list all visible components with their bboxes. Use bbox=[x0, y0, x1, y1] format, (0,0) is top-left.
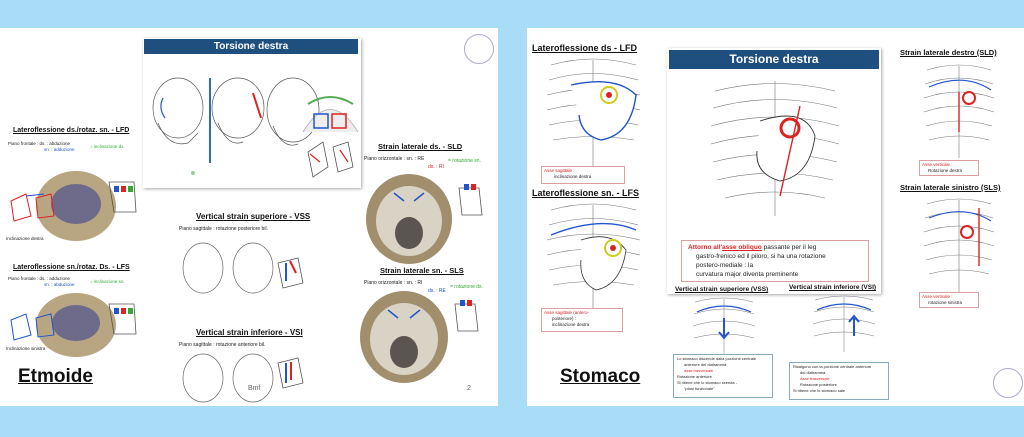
slide1-header: Torsione destra bbox=[144, 39, 358, 54]
vss-note-3: Rotazione anteriore bbox=[677, 374, 712, 379]
brand-logo bbox=[464, 34, 494, 64]
sls-title: Strain laterale sn. - SLS bbox=[380, 266, 464, 275]
vsi-skulls bbox=[182, 353, 304, 403]
slide-etmoide: Torsione destra Lateroflessione ds./rota… bbox=[0, 28, 498, 406]
stomaco-lfs-note-box: Asse sagittale (antero- posteriore) : in… bbox=[541, 308, 623, 332]
stomaco-lfs-note3: inclinazione destra bbox=[552, 322, 590, 327]
sld-line1: Piano orizzontale : sn. : RE bbox=[364, 156, 425, 162]
sld-title: Strain laterale ds. - SLD bbox=[378, 142, 463, 151]
lfs-line1: Piano frontale : ds. : adduzione bbox=[8, 276, 71, 281]
stomaco-lfs-title: Lateroflessione sn. - LFS bbox=[532, 188, 640, 198]
lfd-line2: sn. : adduzione bbox=[44, 147, 75, 152]
lfd-line1: Piano frontale : ds. : abduzione bbox=[8, 141, 71, 146]
vss-note-4: Si ritiene che lo stomaco scenda - bbox=[677, 380, 738, 385]
footer-brand: Bmf bbox=[248, 385, 261, 392]
torsion-text-box: Attorno all'asse obliquo passante per il… bbox=[681, 240, 869, 282]
lfd-axis: = inclinazione dx. bbox=[90, 144, 125, 149]
vss-note-0: Lo stomaco discende dalla porzione centr… bbox=[677, 356, 757, 361]
stomaco-lfd-note2: inclinazione destra bbox=[554, 174, 592, 179]
vss-note-2: asse trasversale bbox=[684, 368, 714, 373]
stomaco-lfs-note1: Asse sagittale (antero- bbox=[544, 310, 590, 315]
slide-stomaco: Lateroflessione ds - LFD Asse sagittale … bbox=[527, 28, 1024, 406]
stomaco-label: Stomaco bbox=[560, 366, 641, 387]
stomaco-sld-note-box: Asse verticale : Rotazione destra bbox=[919, 160, 979, 176]
vss-note-1: anteriore del diaframma bbox=[684, 362, 727, 367]
lfs-line2: sn. : abduzione bbox=[44, 282, 75, 287]
torsion-line1b: asse obliquo bbox=[722, 244, 762, 251]
vsi-title: Vertical strain inferiore - VSI bbox=[196, 328, 303, 337]
stomaco-sls-note2: rotazione sinistra bbox=[928, 300, 963, 305]
lfd-axis-diagram bbox=[108, 181, 137, 213]
stomaco-sld-note2: Rotazione destra bbox=[928, 168, 963, 173]
vss-title: Vertical strain superiore - VSS bbox=[196, 212, 311, 221]
sld-line2: ds. : RI bbox=[428, 164, 444, 170]
torsion-line1c: passante per il leg bbox=[761, 244, 817, 251]
stomaco-sld-title: Strain laterale destro (SLD) bbox=[900, 48, 997, 57]
stomaco-vsi-ribcage bbox=[812, 295, 876, 352]
vsi-note-2: Asse trasversale bbox=[800, 376, 830, 381]
sls-axis: = rotazione ds. bbox=[450, 284, 483, 290]
lfd-skull-image bbox=[10, 171, 116, 241]
stomaco-vss-ribcage bbox=[692, 297, 756, 354]
stomaco-sld-ribcage bbox=[923, 64, 995, 158]
sld-axis: = rotazione sn. bbox=[448, 158, 481, 164]
stomaco-sls-ribcage bbox=[923, 198, 995, 292]
lfs-skull-image bbox=[10, 293, 116, 357]
torsion-line1a: Attorno all' bbox=[688, 244, 723, 251]
torsion-line2: gastro-frenico ed il piloro, si ha una r… bbox=[696, 253, 826, 260]
sls-line2: ds. : RE bbox=[428, 288, 446, 294]
stomaco-lfs-note2: posteriore) : bbox=[552, 316, 577, 321]
stomaco-lfd-title: Lateroflessione ds - LFD bbox=[532, 43, 638, 53]
vsi-desc: Piano sagittale : rotazione anteriore bi… bbox=[179, 342, 266, 348]
sld-axis-diagram bbox=[458, 184, 483, 216]
vsi-note-3: Rotazione posteriore bbox=[800, 382, 837, 387]
stomaco-vsi-notes: Risalgono con la porzione centrale anter… bbox=[789, 362, 889, 400]
stomaco-sls-note1: Asse verticale : bbox=[922, 294, 953, 299]
lfs-title: Lateroflessione sn./rotaz. Ds. - LFS bbox=[13, 264, 130, 271]
skull-lateral-drawing bbox=[152, 77, 320, 175]
torsion-line4: curvatura major diventa preminente bbox=[696, 271, 799, 278]
stomaco-sls-title: Strain laterale sinistro (SLS) bbox=[900, 183, 1001, 192]
vss-skulls bbox=[182, 242, 304, 294]
lfd-title: Lateroflessione ds./rotaz. sn. - LFD bbox=[13, 127, 130, 134]
lfs-axis-diagram bbox=[108, 303, 137, 335]
torsion-line1: Attorno all'asse obliquo passante per il… bbox=[688, 243, 816, 252]
stomaco-sls-note-box: Asse verticale : rotazione sinistra bbox=[919, 292, 979, 308]
stomaco-lfs-ribcage bbox=[546, 203, 641, 325]
lfd-caption: Inclinazione destra bbox=[6, 236, 44, 241]
sls-line1: Piano orizzontale : sn. : RI bbox=[364, 280, 423, 286]
lfs-axis: = inclinazione sn. bbox=[90, 279, 125, 284]
stomaco-vss-title: Vertical strain superiore (VSS) bbox=[675, 286, 769, 293]
sls-skull-base bbox=[360, 291, 448, 383]
stomaco-lfd-note1: Asse sagittale : bbox=[544, 168, 575, 173]
page-number: 2 bbox=[467, 385, 471, 392]
stomaco-vsi-title: Vertical strain inferiore (VSI) bbox=[789, 284, 877, 291]
stomaco-lfd-ribcage bbox=[546, 58, 641, 175]
vss-note-5: "ptosi funzionale" bbox=[684, 386, 715, 391]
torsion-panel: Torsione destra Attorno all'asse obliquo… bbox=[667, 48, 881, 294]
sphenoid-diagram bbox=[302, 96, 359, 178]
sls-axis-diagram bbox=[454, 300, 479, 332]
torsion-ribcage bbox=[710, 81, 840, 216]
torsion-line3: postero-mediale : la bbox=[696, 262, 754, 269]
sld-skull-base bbox=[366, 174, 452, 264]
slide2-header: Torsione destra bbox=[669, 50, 879, 69]
etmoide-label: Etmoide bbox=[18, 366, 93, 387]
vsi-note-0: Risalgono con la porzione centrale anter… bbox=[793, 364, 872, 369]
vsi-note-4: Si ritiene che lo stomaco sale bbox=[793, 388, 846, 393]
stomaco-vss-notes: Lo stomaco discende dalla porzione centr… bbox=[673, 354, 773, 398]
vsi-note-1: del diaframma bbox=[800, 370, 826, 375]
brand-logo-2 bbox=[993, 368, 1023, 398]
lfs-caption: Inclinazione sinistra bbox=[6, 346, 46, 351]
stomaco-sld-note1: Asse verticale : bbox=[922, 162, 953, 167]
vss-desc: Piano sagittale : rotazione posteriore b… bbox=[179, 226, 268, 232]
stomaco-lfd-note-box: Asse sagittale : inclinazione destra bbox=[541, 166, 625, 184]
